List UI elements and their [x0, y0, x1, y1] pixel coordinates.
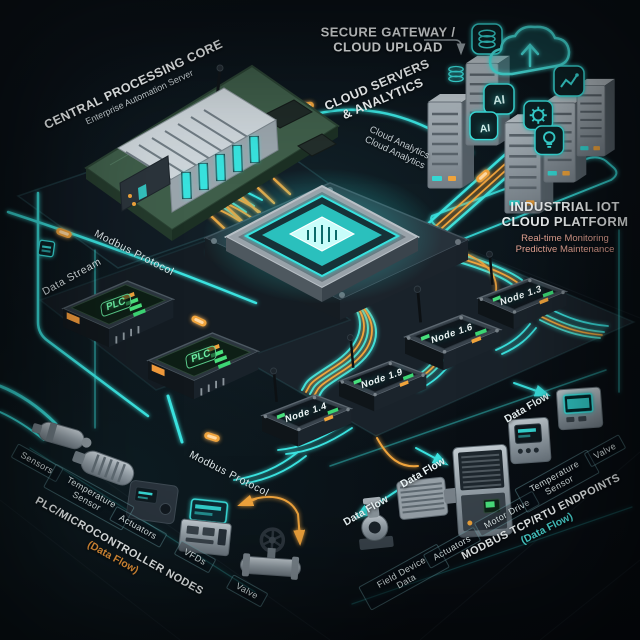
secure-gateway-line2: CLOUD UPLOAD — [333, 40, 443, 55]
actuator-device-left — [126, 480, 179, 525]
field-device — [359, 496, 394, 550]
temperature-sensor-device-right — [507, 416, 552, 465]
cloud-upload-icon — [488, 25, 571, 76]
ai-label-2: AI — [479, 122, 491, 136]
gear-icon — [523, 100, 554, 131]
iiot-line2: CLOUD PLATFORM — [501, 214, 629, 230]
gateway-pointer-arrow — [424, 39, 466, 56]
temperature-sensor-device-left — [72, 450, 135, 486]
cloud-server-cluster — [426, 23, 616, 215]
chart-icon — [553, 65, 585, 97]
valve-device-right — [556, 386, 604, 431]
valve-device-left — [240, 527, 301, 580]
rack-server — [117, 64, 279, 213]
ai-label-1: AI — [492, 92, 506, 108]
vfd-device — [178, 498, 232, 557]
iiot-line1: INDUSTRIAL IOT — [510, 198, 620, 214]
circuit-board — [84, 64, 340, 241]
iiot-sub1: Real-time Monitoring — [521, 232, 609, 244]
secure-gateway-heading: SECURE GATEWAY / CLOUD UPLOAD — [321, 25, 456, 56]
sensor-device — [31, 421, 92, 450]
data-chip-icon-small — [37, 239, 56, 258]
database-icon — [448, 65, 464, 83]
server-screens — [182, 136, 259, 199]
iiot-platform-heading: INDUSTRIAL IOT CLOUD PLATFORM Real-time … — [502, 199, 629, 255]
central-processor-chip — [223, 184, 421, 302]
iiot-sub2: Predictive Maintenance — [515, 243, 615, 255]
motor-drive-device — [452, 444, 513, 538]
secure-gateway-line1: SECURE GATEWAY / — [320, 24, 456, 40]
bulb-icon — [534, 125, 565, 156]
chip-barcode-icon — [307, 225, 337, 244]
database-tile-icon — [471, 23, 503, 55]
